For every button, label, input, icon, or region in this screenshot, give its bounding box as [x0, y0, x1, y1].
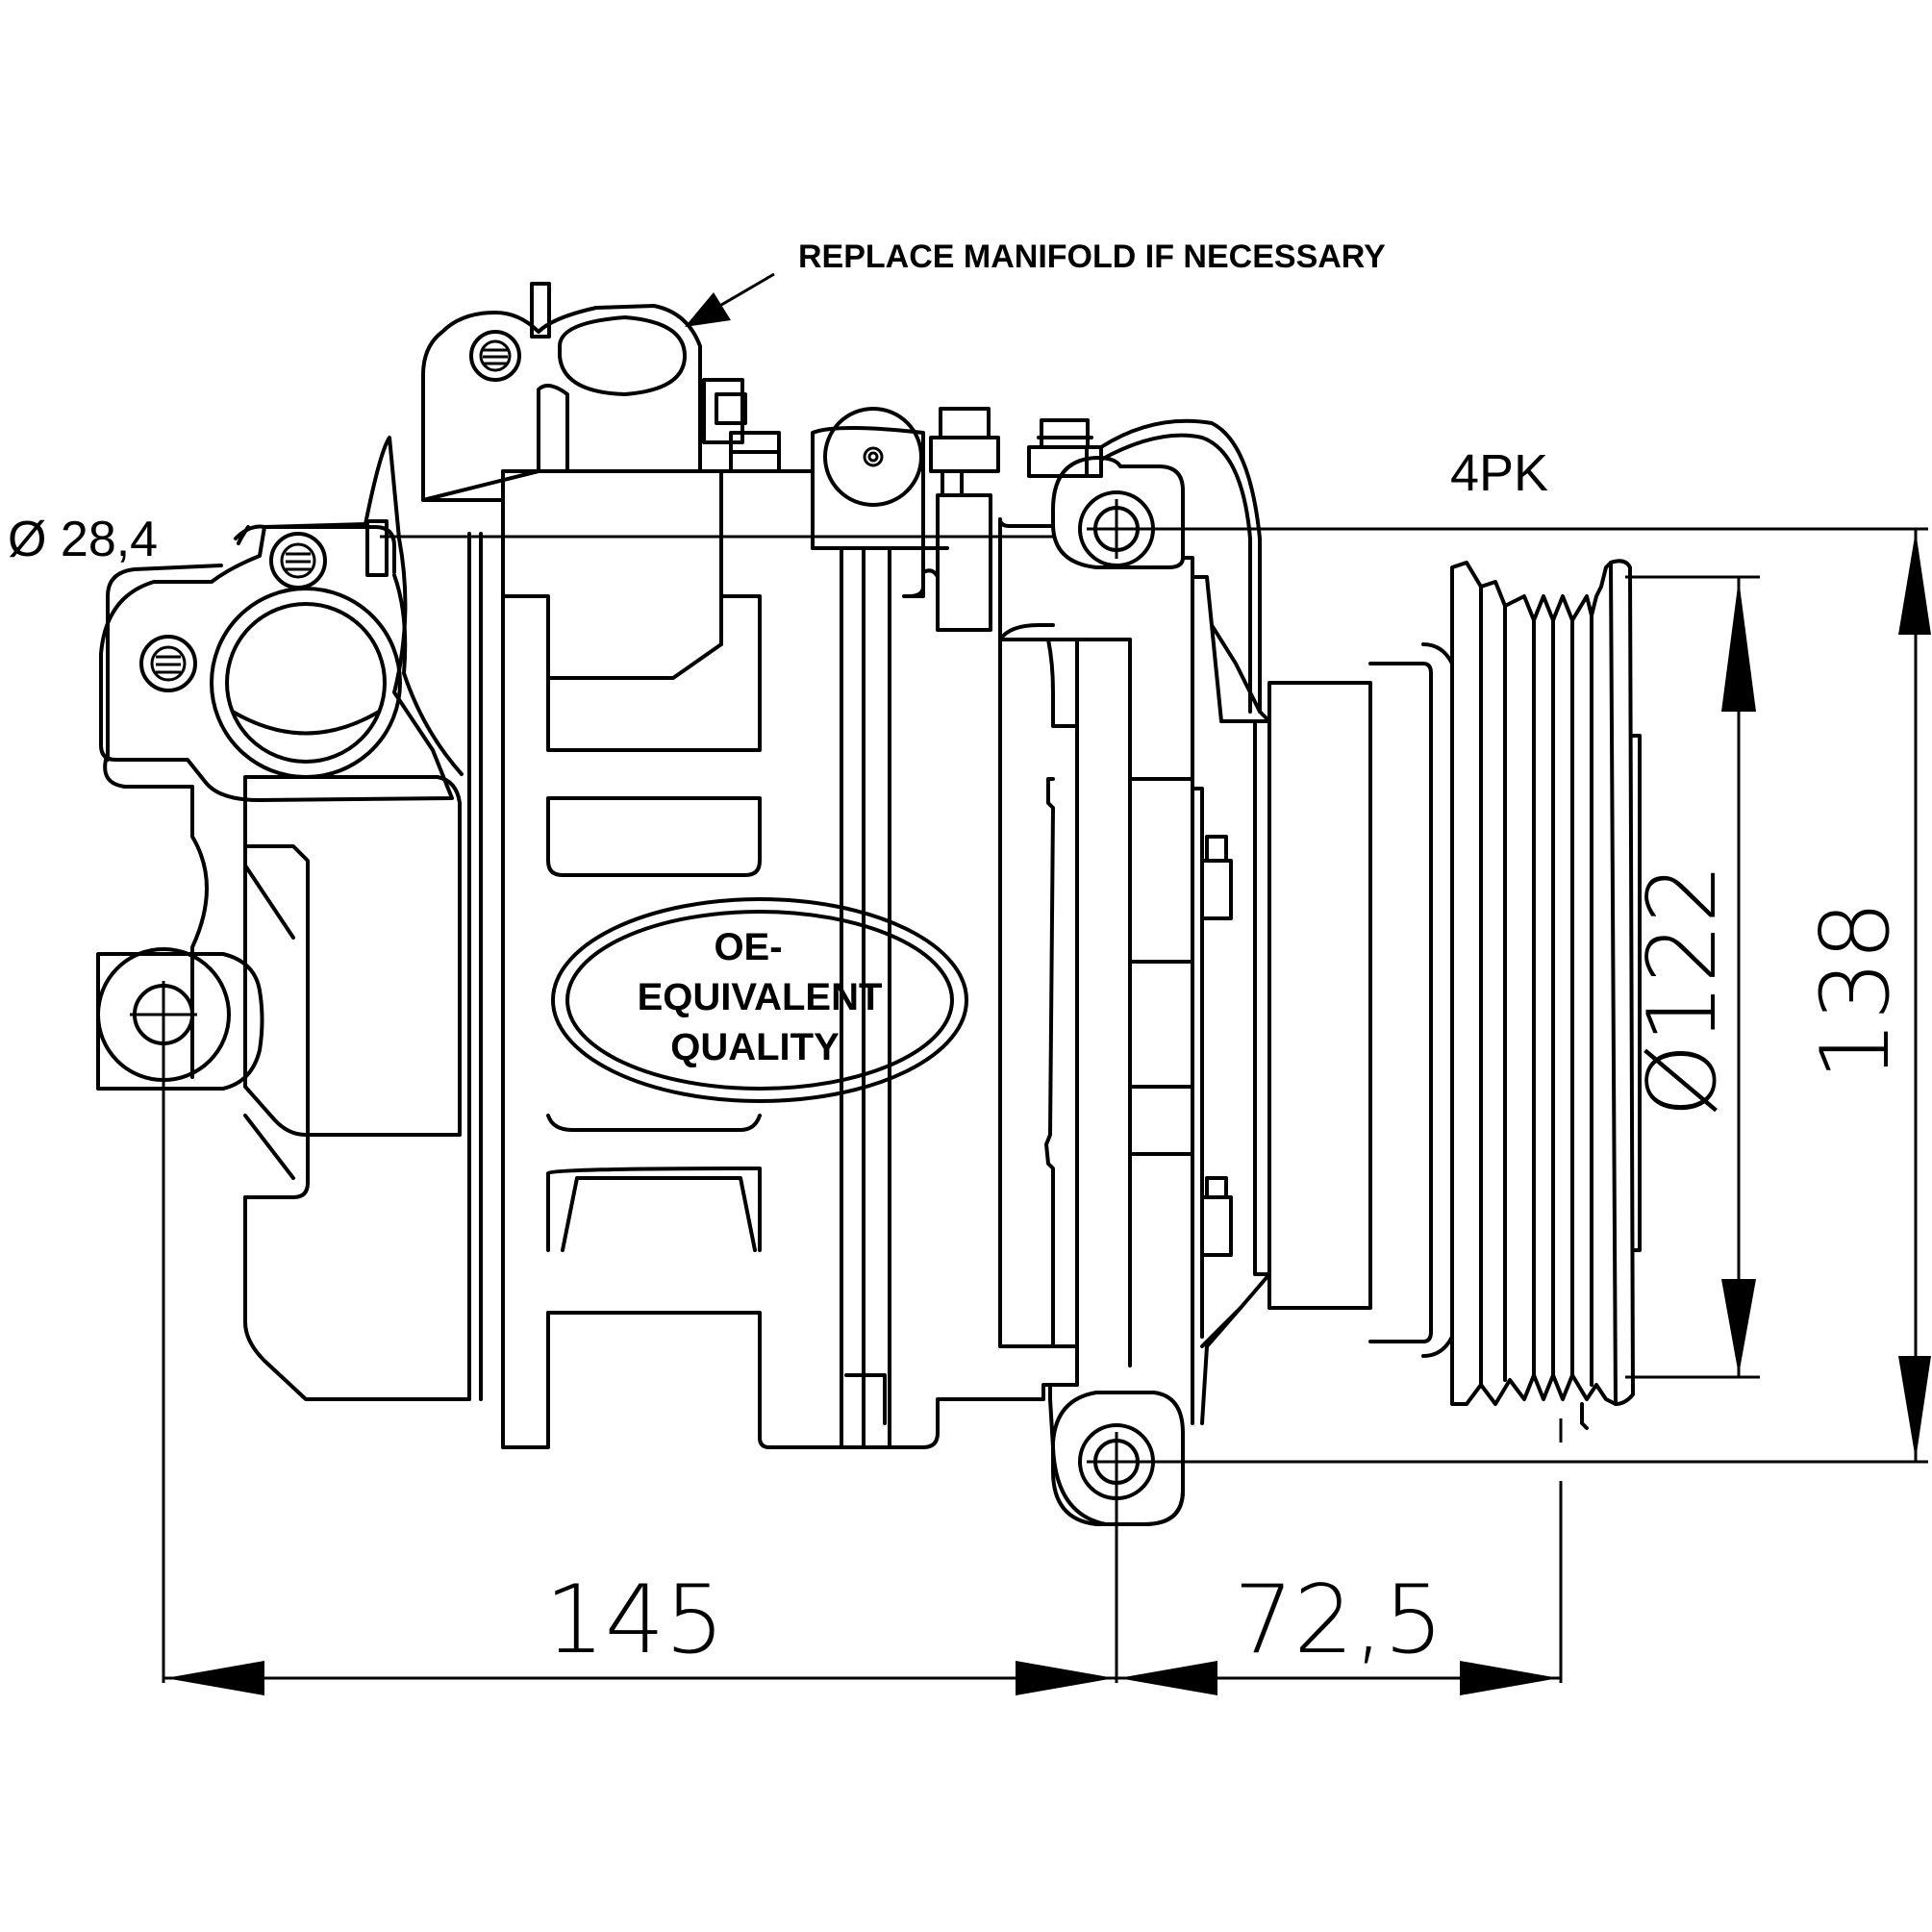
belt-profile-label: 4PK — [1450, 444, 1548, 502]
top-fittings — [823, 407, 1262, 714]
dim-mount-height: 138 — [1801, 900, 1911, 1080]
clutch-pulley — [1253, 559, 1642, 1430]
dim-122-arrow-bottom — [1721, 1279, 1756, 1375]
dim-mount-width: 145 — [544, 1566, 724, 1675]
dim-138-arrow-top — [1898, 531, 1931, 635]
dim-pulley-offset: 72,5 — [1234, 1566, 1443, 1675]
annotations: REPLACE MANIFOLD IF NECESSARY Ø 28,4 4PK — [8, 238, 1548, 567]
manifold-note: REPLACE MANIFOLD IF NECESSARY — [798, 238, 1386, 275]
oe-quality-badge: OE- EQUIVALENT QUALITY — [551, 897, 968, 1103]
dim-145-arrow-right — [1016, 1661, 1115, 1695]
badge-line2: EQUIVALENT — [638, 976, 883, 1018]
dim-138-arrow-bottom — [1898, 1356, 1931, 1460]
port-diameter-label: Ø 28,4 — [8, 512, 158, 567]
manifold-note-arrowhead — [685, 292, 731, 327]
dim-pulley-diameter: Ø122 — [1628, 864, 1738, 1117]
dim-72-arrow-left — [1118, 1661, 1217, 1695]
badge-line3: QUALITY — [670, 1026, 840, 1068]
front-housing — [998, 456, 1271, 1526]
badge-line1: OE- — [714, 926, 782, 968]
dimensions: 145 72,5 Ø122 138 — [162, 527, 1931, 1695]
compressor-body — [96, 426, 1079, 1449]
dim-122-arrow-top — [1721, 579, 1756, 712]
top-manifold — [421, 282, 781, 502]
dim-145-arrow-left — [165, 1661, 264, 1695]
dim-72-arrow-right — [1460, 1661, 1559, 1695]
